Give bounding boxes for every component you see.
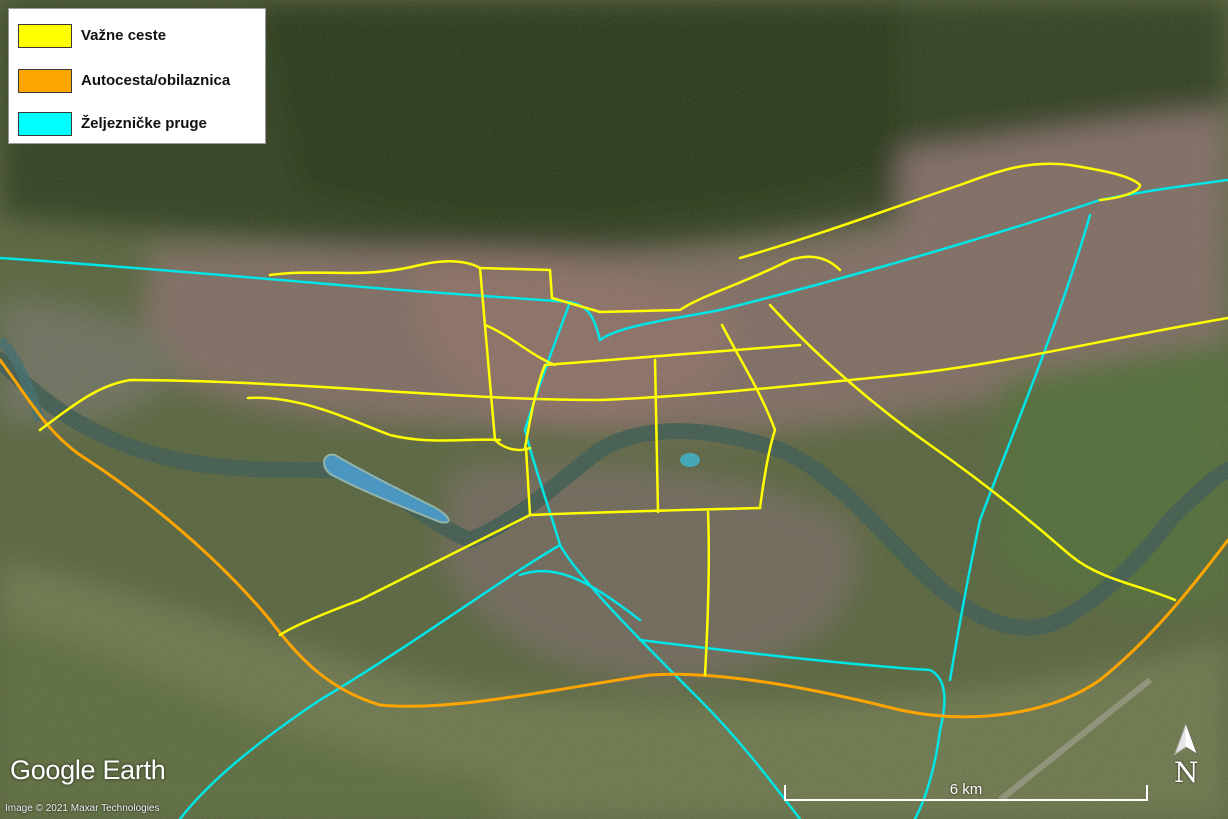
scale-bar-tick-left xyxy=(784,785,786,801)
imagery-credit: Image © 2021 Maxar Technologies xyxy=(5,803,160,814)
scale-bar-line xyxy=(784,799,1148,801)
major-roads xyxy=(38,162,1228,677)
google-earth-logo: Google Earth xyxy=(10,755,166,785)
legend-label: Autocesta/obilaznica xyxy=(81,72,231,89)
legend-swatch-orange xyxy=(18,69,72,93)
legend-label: Važne ceste xyxy=(81,27,167,44)
north-letter: N xyxy=(1174,756,1199,789)
legend-swatch-cyan xyxy=(18,112,72,136)
north-indicator: N xyxy=(1170,722,1202,792)
scale-bar-tick-right xyxy=(1146,785,1148,801)
north-arrow-icon xyxy=(1174,723,1198,756)
railway-lines xyxy=(0,178,1228,819)
motorway-bypass xyxy=(0,358,1228,719)
runway xyxy=(998,677,1152,803)
legend-swatch-yellow xyxy=(18,24,72,48)
scale-bar: 6 km xyxy=(784,775,1150,805)
map-legend: Važne ceste Autocesta/obilaznica Željezn… xyxy=(8,8,266,144)
scale-bar-label: 6 km xyxy=(949,781,983,798)
legend-label: Željezničke pruge xyxy=(81,115,207,132)
